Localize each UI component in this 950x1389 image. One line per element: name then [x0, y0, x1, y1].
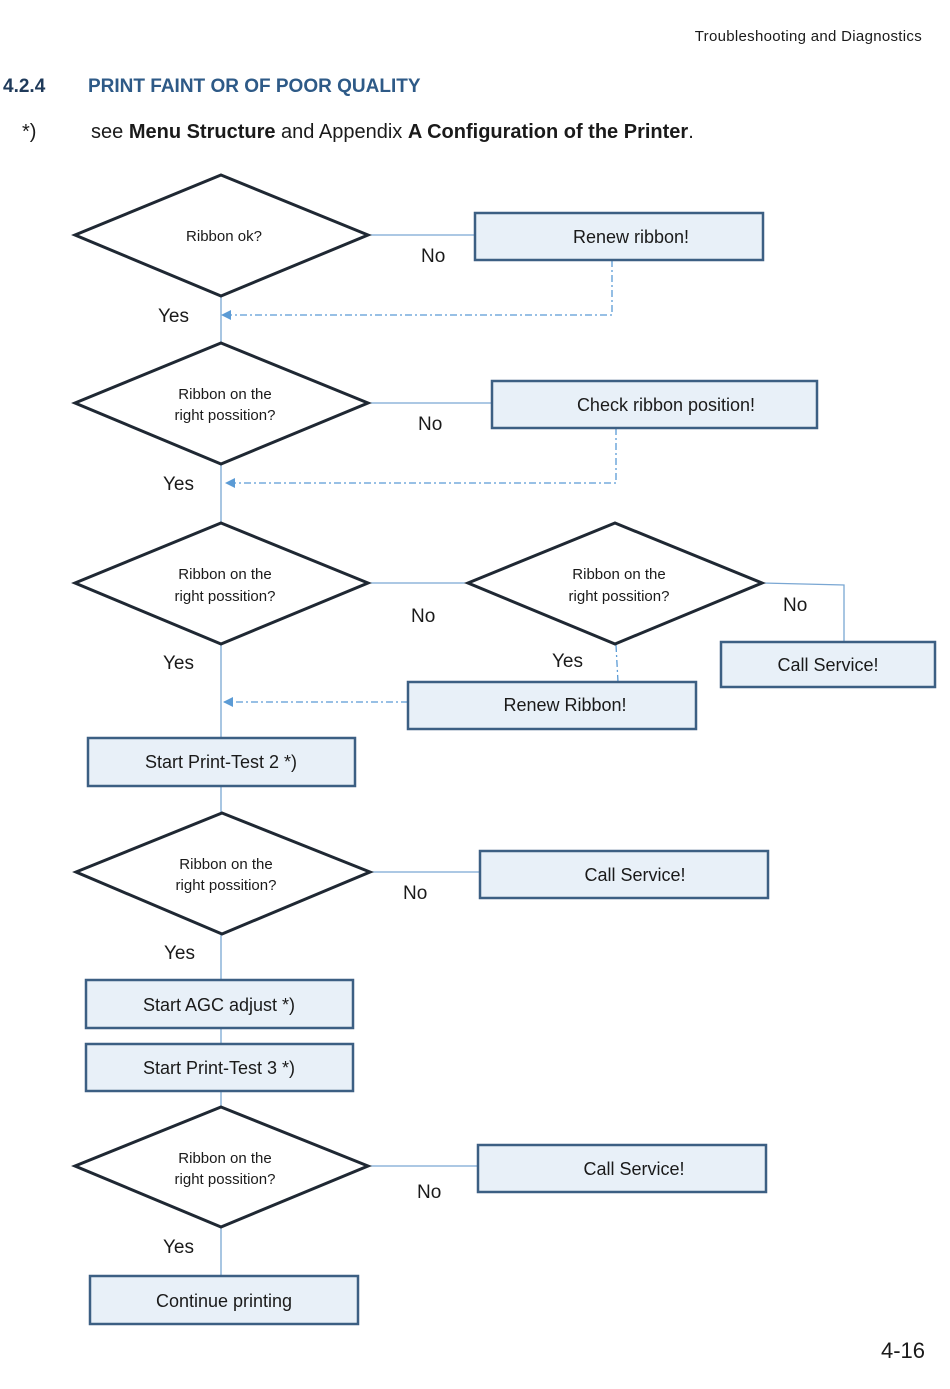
no-label-2: No: [418, 414, 442, 435]
renew-ribbon-label: Renew ribbon!: [573, 227, 689, 247]
decision-ribbon-position-1: [71, 341, 372, 466]
yes-label-4: Yes: [552, 651, 583, 672]
connector-d3b-service: [761, 582, 845, 642]
connector-lines: [220, 234, 845, 1276]
box-renew-ribbon: [473, 211, 765, 262]
box-check-ribbon: [490, 379, 819, 430]
d3-text-line1: Ribbon on the: [178, 566, 271, 583]
d3b-text-line2: right possition?: [569, 588, 670, 605]
return-arrow-1: [221, 260, 613, 320]
decision-ribbon-position-3: [464, 521, 766, 646]
d3b-text-line1: Ribbon on the: [572, 566, 665, 583]
yes-connector-d3b: [615, 644, 619, 683]
no-label-5: No: [403, 883, 427, 904]
return-arrows: [221, 260, 619, 707]
box-call-service-1: [719, 640, 937, 689]
decision-ribbon-ok: [71, 173, 372, 298]
yes-label-6: Yes: [163, 1237, 194, 1258]
call-service-3-label: Call Service!: [583, 1159, 684, 1179]
agc-adjust-label: Start AGC adjust *): [143, 995, 295, 1015]
yes-label-3: Yes: [163, 653, 194, 674]
note-prefix: see: [91, 121, 129, 143]
decision-diamonds: [71, 173, 766, 1229]
no-label-3: No: [411, 606, 435, 627]
d4-text-line2: right possition?: [176, 877, 277, 894]
no-label-4: No: [783, 595, 807, 616]
d2-text-line1: Ribbon on the: [178, 386, 271, 403]
d3-text-line2: right possition?: [175, 588, 276, 605]
box-call-service-3: [476, 1143, 768, 1194]
decision-ribbon-position-2: [71, 521, 372, 646]
return-arrow-2: [225, 428, 617, 488]
print-test-3-label: Start Print-Test 3 *): [143, 1058, 295, 1078]
no-label-6: No: [417, 1182, 441, 1203]
renew-ribbon-2-label: Renew Ribbon!: [503, 695, 626, 715]
box-call-service-2: [478, 849, 770, 900]
section-number: 4.2.4: [3, 76, 46, 97]
d5-text-line2: right possition?: [175, 1171, 276, 1188]
call-service-2-label: Call Service!: [584, 865, 685, 885]
no-label-1: No: [421, 246, 445, 267]
box-agc-adjust: [84, 978, 355, 1030]
decision-ribbon-position-4: [72, 811, 374, 936]
d2-text-line2: right possition?: [175, 407, 276, 424]
footnote-mark: *): [22, 121, 37, 143]
box-continue-printing: [88, 1274, 360, 1326]
yes-label-2: Yes: [163, 474, 194, 495]
print-test-2-label: Start Print-Test 2 *): [145, 752, 297, 772]
page-number: 4-16: [880, 1338, 925, 1363]
d4-text-line1: Ribbon on the: [179, 856, 272, 873]
box-renew-ribbon-2: [406, 680, 698, 731]
decision-ribbon-position-5: [71, 1105, 372, 1229]
yes-label-5: Yes: [164, 943, 195, 964]
menu-structure-ref: Menu Structure: [128, 121, 276, 143]
continue-printing-label: Continue printing: [156, 1291, 292, 1311]
appendix-ref: A Configuration of the Printer: [407, 121, 689, 143]
section-title: PRINT FAINT OR OF POOR QUALITY: [88, 76, 421, 97]
check-ribbon-label: Check ribbon position!: [577, 395, 755, 415]
process-boxes: [84, 211, 937, 1326]
d5-text-line1: Ribbon on the: [178, 1150, 271, 1167]
running-header: Troubleshooting and Diagnostics: [694, 28, 922, 45]
yes-label-1: Yes: [158, 306, 189, 327]
d1-text: Ribbon ok?: [186, 228, 262, 245]
note-suffix: .: [688, 121, 694, 143]
call-service-1-label: Call Service!: [777, 655, 878, 675]
note-middle: and Appendix: [275, 121, 408, 143]
box-print-test-3: [84, 1042, 355, 1093]
box-print-test-2: [86, 736, 357, 788]
reference-note: see Menu Structure and Appendix A Config…: [91, 121, 694, 144]
